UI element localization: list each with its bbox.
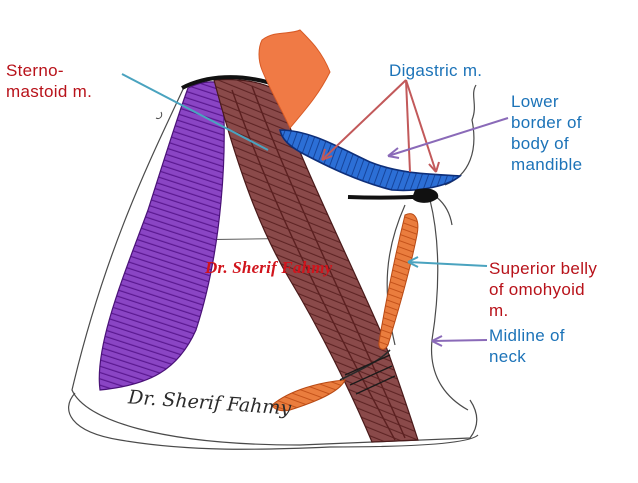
hyoid-body (412, 188, 439, 203)
label-pointers (121, 73, 509, 347)
pointer-digastric-1 (321, 79, 407, 161)
pointer-sternomastoid (121, 73, 269, 151)
label-superior-belly-line-3: m. (489, 301, 509, 320)
omohyoid-superior-belly (378, 213, 419, 350)
arrow-lower-border (387, 147, 400, 159)
label-lower-border-line-3: body of (511, 134, 569, 153)
label-superior-belly: Superior belly of omohyoid m. (489, 258, 629, 321)
label-superior-belly-line-2: of omohyoid (489, 280, 585, 299)
label-sternomastoid-line-2: mastoid m. (6, 82, 93, 101)
label-lower-border: Lower border of body of mandible (511, 91, 631, 175)
pointer-digastric-2 (405, 79, 437, 173)
label-sternomastoid-line-1: Sterno- (6, 61, 64, 80)
pointer-digastric-3 (405, 79, 411, 173)
arrow-digastric-2 (428, 161, 440, 173)
parotid-gland (258, 29, 331, 129)
label-midline-line-1: Midline of (489, 326, 565, 345)
arrow-digastric-1 (321, 148, 333, 161)
label-lower-border-line-1: Lower (511, 92, 559, 111)
label-lower-border-line-4: mandible (511, 155, 583, 174)
digastric-muscle (279, 129, 463, 192)
omohyoid-tendon (339, 349, 391, 381)
pointer-omohyoid (407, 261, 488, 267)
label-sternomastoid: Sterno- mastoid m. (6, 60, 116, 102)
label-lower-border-line-2: border of (511, 113, 582, 132)
label-midline-line-2: neck (489, 347, 527, 366)
omohyoid-tendon-crossing (344, 354, 396, 395)
label-midline: Midline of neck (489, 325, 609, 367)
trapezius-muscle (98, 81, 225, 391)
omohyoid-inferior-belly (271, 379, 346, 412)
sternomastoid-fibres (231, 85, 406, 441)
pointer-midline (431, 339, 488, 342)
label-digastric: Digastric m. (389, 61, 483, 80)
arrow-omohyoid (407, 256, 419, 268)
label-superior-belly-line-1: Superior belly (489, 259, 598, 278)
arrow-midline (431, 335, 443, 347)
pointer-lower-border (387, 117, 509, 157)
watermark: Dr. Sherif Fahmy (205, 258, 333, 277)
